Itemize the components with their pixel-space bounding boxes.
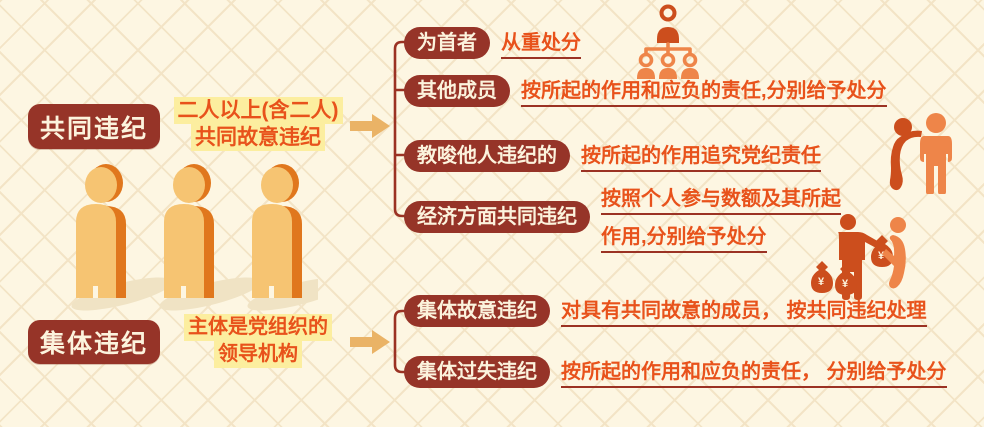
svg-text:¥: ¥ [842,278,849,290]
label-bold: 故意 [457,299,497,322]
branch-collective-negligent-desc: 按所起的作用和应负的责任， 分别给予处分 [561,355,947,388]
collective-violation-title-box: 集体违纪 [28,320,160,364]
branch-other-members: 其他成员 按所起的作用和应负的责任,分别给予处分 [404,74,887,107]
collective-definition-note: 主体是党组织的 领导机构 [162,314,354,368]
label-suffix: 违纪 [497,360,537,383]
money-bag: ¥ [811,261,833,293]
branch-economic-label: 经济方面共同违纪 [404,201,590,233]
joint-definition-line2: 共同故意违纪 [191,124,325,151]
right-arrow-icon [350,114,390,138]
branch-collective-negligent: 集体过失违纪 按所起的作用和应负的责任， 分别给予处分 [404,355,947,388]
money-bag: ¥ [835,263,857,295]
label-prefix: 集体 [417,360,457,383]
branch-leader-label: 为首者 [404,26,490,59]
joint-violation-title-box: 共同违纪 [28,104,160,149]
branch-leader: 为首者 从重处分 [404,26,581,59]
branch-collective-negligent-label: 集体过失违纪 [404,355,550,388]
branch-economic: 经济方面共同违纪 按照个人参与数额及其所起 作用,分别给予处分 [404,185,841,253]
branch-instigator-desc: 按所起的作用追究党纪责任 [581,139,821,172]
money-exchange-icon: ¥ ¥ ¥ [811,214,906,300]
branch-other-members-label: 其他成员 [404,74,510,107]
branch-instigator: 教唆他人违纪的 按所起的作用追究党纪责任 [404,139,821,172]
branch-economic-desc-line1: 按照个人参与数额及其所起 [601,182,841,215]
label-bold: 过失 [457,360,497,383]
branch-instigator-label: 教唆他人违纪的 [404,139,570,172]
branch-economic-desc-line2: 作用,分别给予处分 [601,220,767,253]
label-suffix: 违纪 [497,299,537,322]
svg-text:¥: ¥ [818,276,825,288]
org-chart-icon [637,4,699,79]
three-people-figures [68,164,318,312]
branch-collective-intentional-label: 集体故意违纪 [404,294,550,327]
branch-leader-desc: 从重处分 [501,26,581,59]
collective-violation-title: 集体违纪 [39,330,148,358]
joint-violation-title: 共同违纪 [39,114,148,143]
branch-other-members-desc: 按所起的作用和应负的责任,分别给予处分 [521,74,887,107]
joint-definition-line1: 二人以上(含二人) [173,97,343,124]
branch-economic-desc: 按照个人参与数额及其所起 作用,分别给予处分 [601,182,841,253]
label-prefix: 集体 [417,299,457,322]
right-arrow-icon [350,330,390,354]
joint-definition-note: 二人以上(含二人) 共同故意违纪 [158,97,358,151]
collective-branches-bracket [393,309,410,374]
collective-definition-line1: 主体是党组织的 [184,314,332,341]
collective-definition-line2: 领导机构 [214,341,302,368]
branch-collective-intentional: 集体故意违纪 对具有共同故意的成员， 按共同违纪处理 [404,294,927,327]
svg-text:¥: ¥ [878,250,885,262]
branch-collective-intentional-desc: 对具有共同故意的成员， 按共同违纪处理 [561,294,927,327]
whisper-people-icon [889,113,952,194]
